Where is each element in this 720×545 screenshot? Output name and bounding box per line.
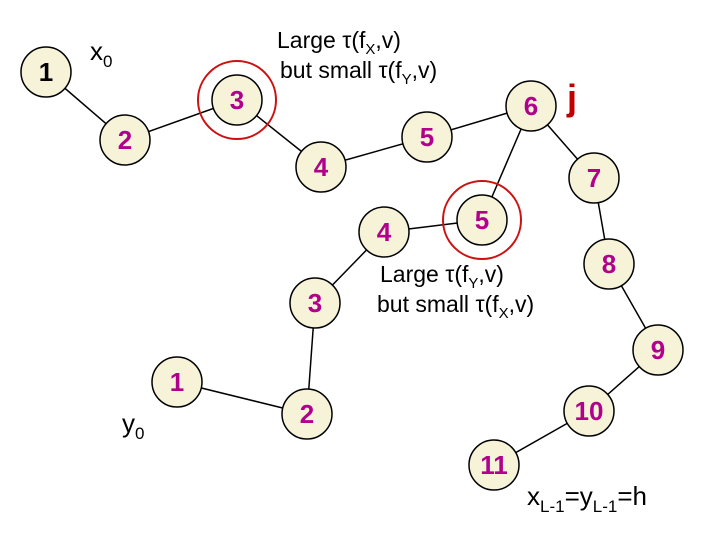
node-circle bbox=[505, 80, 557, 132]
node-x4: 4 bbox=[295, 141, 347, 193]
node-circle bbox=[211, 74, 263, 126]
node-circle bbox=[99, 114, 151, 166]
node-circle bbox=[563, 385, 615, 437]
node-circle bbox=[632, 324, 684, 376]
highlight-ring-y5 bbox=[442, 180, 522, 260]
node-x1: 1 bbox=[20, 46, 72, 98]
node-y5: 5 bbox=[456, 194, 508, 246]
note-mid-line2: but small τ(fX,v) bbox=[377, 291, 534, 322]
node-circle bbox=[289, 277, 341, 329]
node-label: 1 bbox=[170, 367, 184, 397]
j-label: j bbox=[566, 77, 577, 118]
node-label: 8 bbox=[602, 249, 616, 279]
node-label: 10 bbox=[575, 396, 604, 426]
node-label: 6 bbox=[524, 91, 538, 121]
node-x11: 11 bbox=[468, 439, 520, 491]
node-x9: 9 bbox=[632, 324, 684, 376]
node-circle bbox=[456, 194, 508, 246]
y0-label: y0 bbox=[122, 408, 144, 443]
node-y2: 2 bbox=[281, 388, 333, 440]
node-label: 4 bbox=[377, 217, 392, 247]
node-x7: 7 bbox=[568, 152, 620, 204]
node-label: 3 bbox=[230, 85, 244, 115]
node-x5: 5 bbox=[401, 111, 453, 163]
note-top-line1: Large τ(fX,v) bbox=[277, 27, 401, 58]
node-label: 5 bbox=[420, 122, 434, 152]
note-mid-line1: Large τ(fY,v) bbox=[380, 261, 504, 292]
node-label: 2 bbox=[300, 399, 314, 429]
node-y3: 3 bbox=[289, 277, 341, 329]
node-x8: 8 bbox=[583, 238, 635, 290]
node-y4: 4 bbox=[358, 206, 410, 258]
note-top: Large τ(fX,v) but small τ(fY,v) bbox=[277, 27, 437, 88]
node-circle bbox=[401, 111, 453, 163]
node-label: 5 bbox=[475, 205, 489, 235]
note-mid: Large τ(fY,v) but small τ(fX,v) bbox=[377, 261, 534, 322]
node-label: 3 bbox=[308, 288, 322, 318]
highlight-rings-layer bbox=[197, 60, 522, 260]
node-x6: 6 bbox=[505, 80, 557, 132]
node-circle bbox=[151, 356, 203, 408]
node-label: 9 bbox=[651, 335, 665, 365]
node-label: 7 bbox=[587, 163, 601, 193]
node-x2: 2 bbox=[99, 114, 151, 166]
node-label: 1 bbox=[39, 57, 53, 87]
node-circle bbox=[358, 206, 410, 258]
node-circle bbox=[468, 439, 520, 491]
node-circle bbox=[281, 388, 333, 440]
highlight-ring-x3 bbox=[197, 60, 277, 140]
end-label: xL-1=yL-1=h bbox=[527, 481, 647, 516]
note-top-line2: but small τ(fY,v) bbox=[280, 57, 437, 88]
node-circle bbox=[20, 46, 72, 98]
node-circle bbox=[568, 152, 620, 204]
x0-label: x0 bbox=[90, 36, 112, 71]
node-y1: 1 bbox=[151, 356, 203, 408]
node-label: 2 bbox=[118, 125, 132, 155]
node-x3: 3 bbox=[211, 74, 263, 126]
node-label: 4 bbox=[314, 152, 329, 182]
node-circle bbox=[295, 141, 347, 193]
node-circle bbox=[583, 238, 635, 290]
node-x10: 10 bbox=[563, 385, 615, 437]
node-label: 11 bbox=[480, 450, 508, 480]
